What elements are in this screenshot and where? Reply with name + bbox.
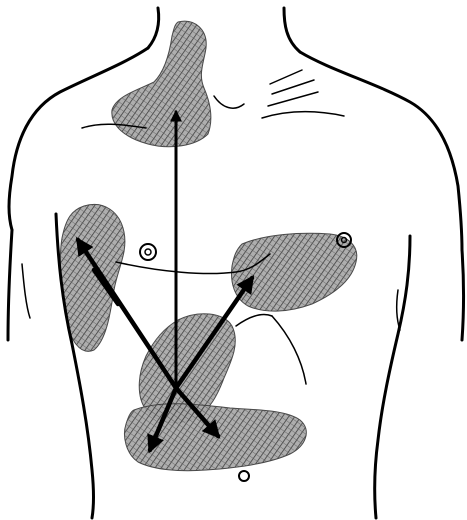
neck-left-line (148, 8, 159, 48)
right-arm-line (462, 250, 464, 340)
costal-margin (236, 314, 272, 326)
left-arm-line (8, 230, 12, 340)
right-clavicle (262, 112, 344, 118)
left-shoulder-line (9, 48, 148, 230)
left-axilla-line (22, 264, 30, 318)
right-shoulder-line (300, 52, 462, 250)
right-nipple-center (145, 249, 151, 255)
right-rib-curve (272, 316, 306, 384)
shaded-regions (60, 21, 356, 470)
neck-muscle-lines (268, 70, 318, 106)
upper-abdomen-region (125, 404, 307, 471)
torso-right-side (375, 236, 410, 518)
navel (239, 471, 249, 481)
neck-right-line (284, 8, 300, 52)
right-nipple (140, 244, 156, 260)
sternal-notch (214, 96, 244, 108)
neck-upper-chest-region (112, 21, 211, 147)
